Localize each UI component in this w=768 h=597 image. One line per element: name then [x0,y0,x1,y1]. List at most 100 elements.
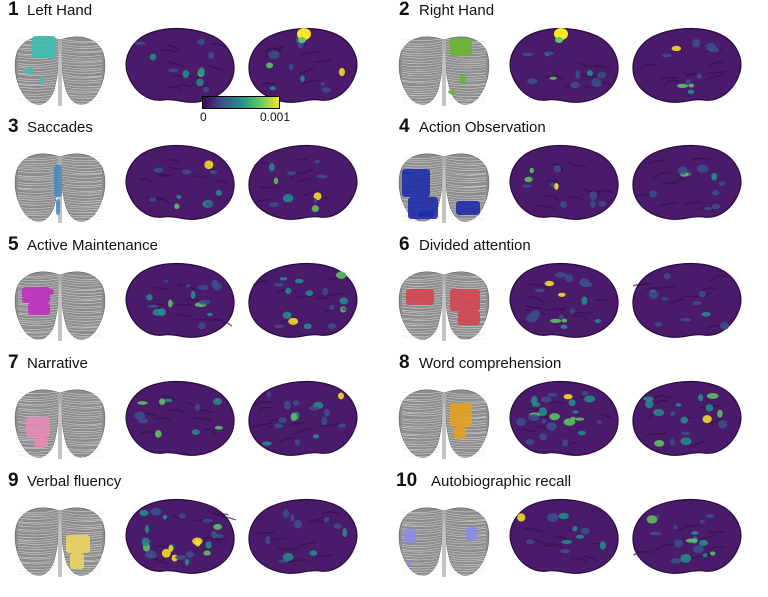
panel-title: Divided attention [419,237,531,254]
cerebellum-activation-region [460,74,466,84]
panel-number: 6 [399,234,410,255]
cortex-activation-blobs [522,28,607,89]
panel-number: 5 [8,234,19,255]
cortex-left-hemisphere [509,262,619,339]
panel-10: 10 Autobiographic recall [384,471,768,588]
cerebellum-activation-region [402,169,430,197]
cortex-left-hemisphere [125,144,235,221]
cerebellum-activation-region [450,403,472,427]
cerebellum-right-hemisphere [443,507,490,576]
cerebellum-right-hemisphere [59,389,106,458]
cortex-surface [125,262,235,339]
cortex-left-hemisphere [125,262,235,339]
panel-6: 6 Divided attention [384,235,768,352]
cerebellum-activation-region [450,289,480,311]
cerebellum-activation-region [54,165,62,197]
cerebellum-activation-region [448,90,456,94]
cortex-surface [125,144,235,221]
cortex-activation-blobs [139,507,225,566]
cortex-surface [248,498,358,575]
cortex-right-hemisphere [248,262,358,339]
cerebellum-activation-region [418,211,434,217]
panel-title: Word comprehension [419,355,562,372]
cortex-activation-blobs [517,512,607,554]
cortex-left-hemisphere [509,380,619,457]
cerebellum-right-hemisphere [59,36,106,105]
cerebellum-activation-region [26,417,50,437]
cerebellum-flatmap [398,507,490,577]
cerebellum-activation-region [28,303,50,315]
cerebellum-flatmap [398,36,490,106]
cortex-surface [248,27,358,104]
cortex-surface [248,380,358,457]
cerebellum-activation-region [454,427,466,439]
cortex-surface [509,144,619,221]
cortex-surface [248,144,358,221]
cortex-right-hemisphere [248,144,358,221]
panel-number: 1 [8,0,19,20]
colorbar: 0 0.001 [200,96,290,126]
cortex-surface [509,498,619,575]
cortex-activation-blobs [149,160,222,210]
cortex-surface [632,262,742,339]
cortex-surface [125,380,235,457]
panel-number: 4 [399,116,410,137]
panel-title: Autobiographic recall [431,473,572,490]
panel-title: Left Hand [27,2,93,19]
cortex-activation-blobs [649,164,726,210]
panel-title: Narrative [27,355,88,372]
cortex-left-hemisphere [125,498,236,575]
cerebellum-activation-region [40,76,44,84]
cortex-left-hemisphere [509,27,619,104]
cerebellum-left-hemisphere [398,36,445,105]
panel-title: Verbal fluency [27,473,122,490]
cortex-surface [248,262,358,339]
cortex-right-hemisphere [248,380,358,457]
panel-title: Saccades [27,119,93,136]
cortex-activation-blobs [262,391,347,446]
cerebellum-activation-region [70,553,84,569]
cortex-activation-blobs [646,513,716,564]
panel-number: 10 [396,470,418,491]
cerebellum-activation-region [32,36,56,58]
cerebellum-activation-region [24,68,34,74]
cortex-right-hemisphere [632,144,742,221]
cerebellum-flatmap [14,507,106,577]
cortex-right-hemisphere [632,498,742,575]
colorbar-min-label: 0 [200,110,207,124]
cerebellum-flatmap [14,153,106,223]
cortex-activation-blobs [516,390,602,447]
panel-number: 8 [399,352,410,373]
cortex-activation-blobs [266,28,346,93]
cerebellum-flatmap [398,271,490,341]
cortex-left-hemisphere [125,27,235,104]
panel-number: 7 [8,352,19,373]
cerebellum-activation-region [66,535,90,553]
cerebellum-activation-region [56,199,60,215]
cortex-activation-blobs [265,509,348,563]
cerebellum-activation-region [456,201,480,215]
cortex-activation-blobs [642,392,728,447]
cortex-activation-blobs [649,272,729,330]
cerebellum-activation-region [34,437,48,447]
cerebellum-activation-region [22,287,50,303]
cortex-activation-blobs [274,271,349,330]
cerebellum-activation-region [466,527,478,541]
cortex-right-hemisphere [632,27,742,104]
cerebellum-flatmap [398,389,490,459]
colorbar-gradient [202,96,280,109]
panel-1: 1 Left Hand [0,0,384,117]
panel-5: 5 Active Maintenance [0,235,384,352]
cerebellum-folia [401,509,487,576]
panel-number: 3 [8,116,19,137]
panel-title: Active Maintenance [27,237,158,254]
cortex-activation-blobs [661,39,720,95]
cerebellum-folia [17,155,103,222]
cerebellum-activation-region [406,561,412,565]
cortex-left-hemisphere [509,144,619,221]
cortex-surface [509,27,619,104]
cerebellum-folia [401,391,487,458]
